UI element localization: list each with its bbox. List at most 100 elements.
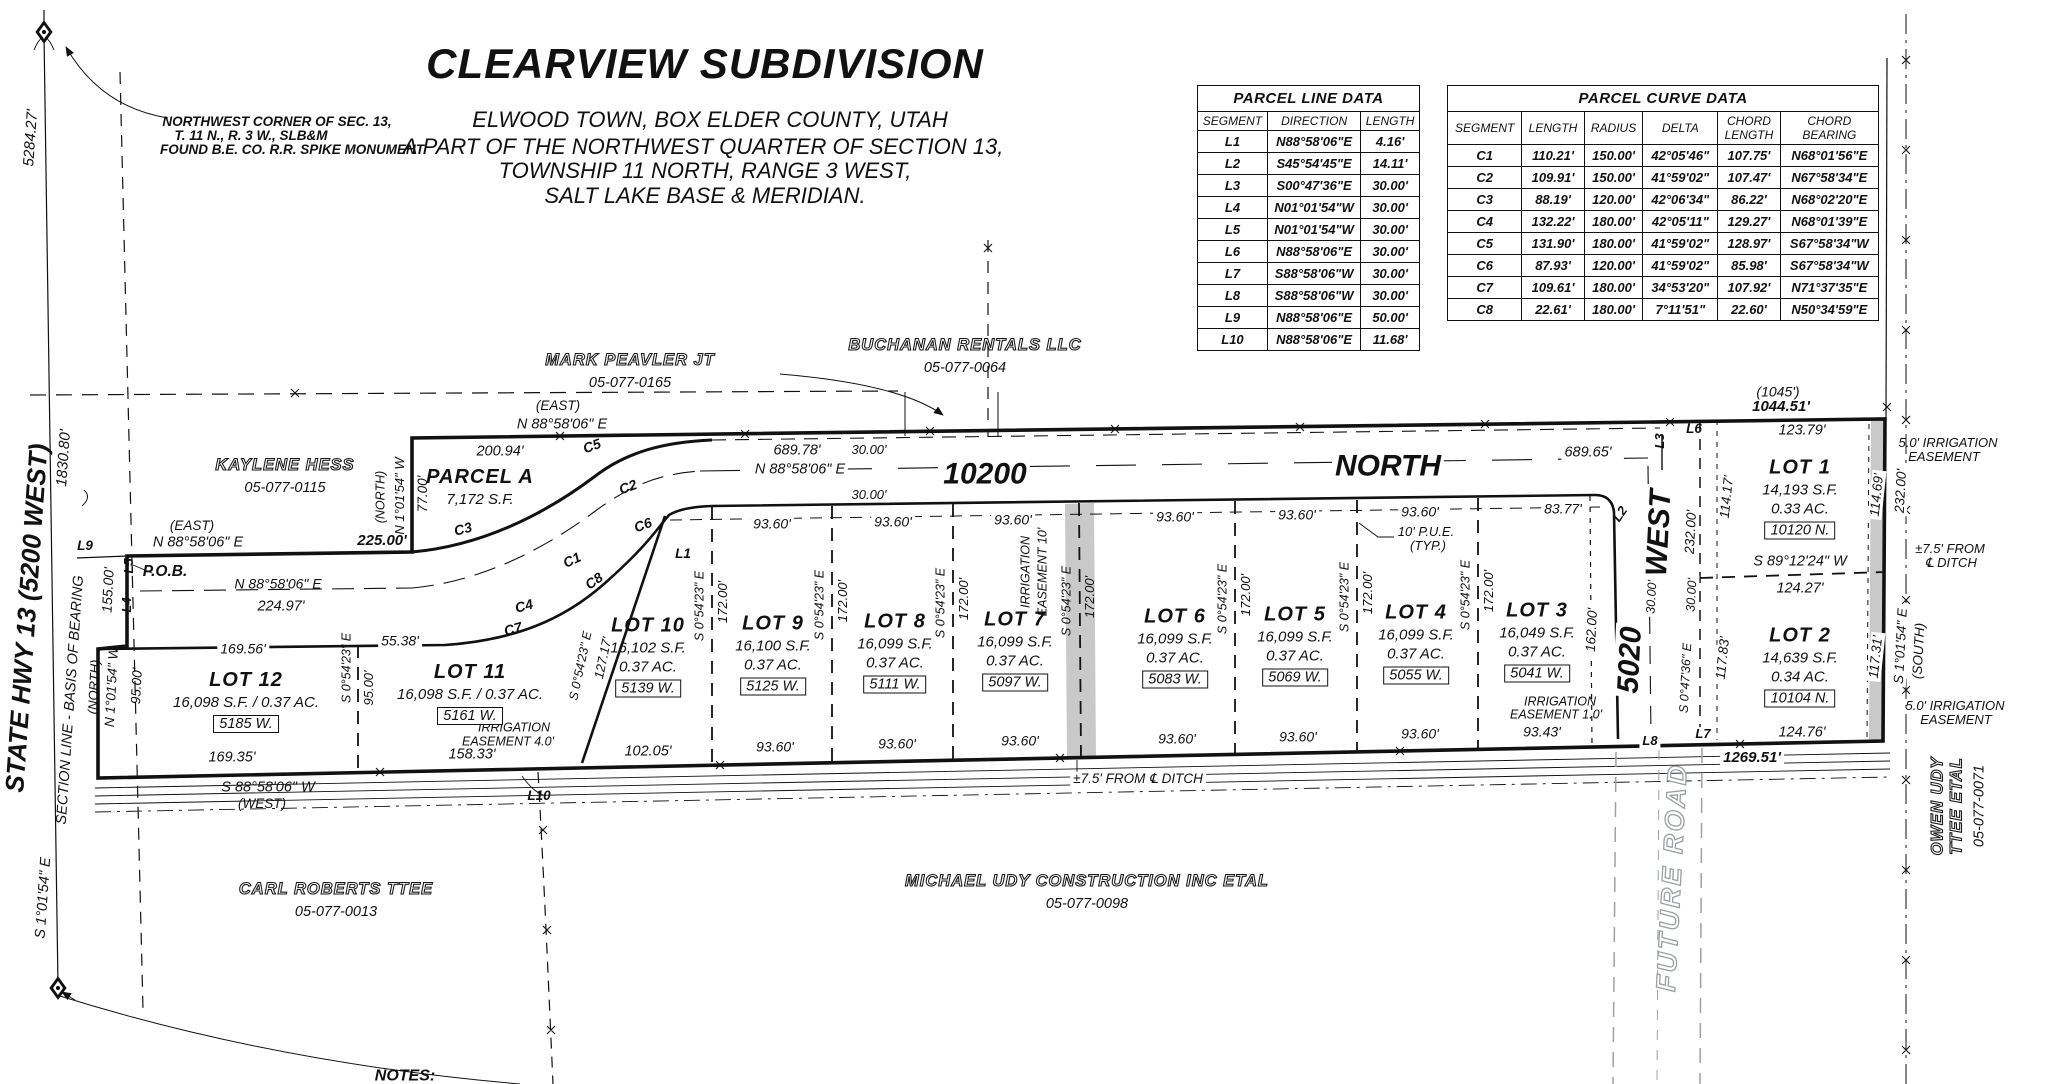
lot-area-sf: 16,099 S.F.: [1257, 628, 1333, 646]
table-cell: C5: [1446, 232, 1523, 255]
bearing-label: S 0°54'23" E: [1215, 563, 1230, 635]
bearing-label: (WEST): [238, 795, 286, 811]
table-cell: 109.91': [1521, 166, 1585, 189]
table-cell: 107.75': [1717, 144, 1781, 167]
dimension-label: 30.00': [848, 443, 890, 457]
lot-address: 10104 N.: [1764, 689, 1836, 708]
table-cell: S67°58'34"W: [1779, 232, 1880, 255]
table-cell: 180.00': [1583, 276, 1644, 299]
lot-name: LOT 6: [1144, 605, 1206, 628]
table-cell: 180.00': [1583, 210, 1644, 233]
table-cell: N71°37'35"E: [1779, 276, 1880, 299]
table-cell: 87.93': [1521, 254, 1585, 277]
easement-label: EASEMENT: [1908, 449, 1980, 465]
dimension-label: 172.00': [715, 580, 731, 624]
table-cell: C8: [1446, 298, 1523, 321]
easement-label: EASEMENT: [1920, 712, 1992, 728]
dimension-label: 200.94': [476, 443, 524, 460]
lot-name: LOT 7: [984, 608, 1046, 631]
table-cell: C6: [1446, 254, 1523, 277]
dimension-label: 93.60': [998, 733, 1042, 749]
bearing-label: (NORTH): [373, 470, 388, 524]
table-cell: N88°58'06"E: [1266, 130, 1362, 153]
dimension-label: 93.60': [750, 516, 794, 532]
table-cell: 30.00': [1360, 174, 1420, 197]
bearing-label: (EAST): [169, 517, 215, 533]
table-cell: 50.00': [1360, 306, 1420, 329]
table-cell: 150.00': [1583, 166, 1644, 189]
dimension-label: 1269.51': [1720, 750, 1784, 766]
lot-name: LOT 12: [209, 669, 283, 691]
bearing-label: (EAST): [535, 397, 581, 413]
table-cell: N50°34'59"E: [1779, 298, 1880, 321]
table-cell: 30.00': [1360, 262, 1420, 285]
lot-area-sf: 16,098 S.F. / 0.37 AC.: [173, 694, 319, 711]
table-cell: 107.92': [1717, 276, 1781, 299]
lot-area-sf: 14,193 S.F.: [1762, 481, 1838, 499]
table-cell: S67°58'34"W: [1779, 254, 1880, 277]
dimension-label: 124.27': [1776, 580, 1824, 597]
table-cell: L5: [1197, 218, 1268, 241]
table-cell: 7°11'51": [1642, 298, 1719, 321]
dimension-label: 172.00': [1360, 571, 1376, 615]
bearing-label: S 0°54'23" E: [1458, 559, 1473, 631]
table-cell: 110.21': [1521, 144, 1585, 167]
segment-label-l1: L1: [675, 545, 691, 561]
table-cell: 107.47': [1717, 166, 1781, 189]
lot-area-sf: 16,049 S.F.: [1499, 624, 1575, 642]
column-header: DIRECTION: [1266, 111, 1362, 131]
lot-area-sf: 16,099 S.F.: [857, 635, 933, 653]
bearing-label: S 0°54'23" E: [692, 570, 707, 642]
table-cell: 41°59'02": [1642, 254, 1719, 277]
table-cell: S88°58'06"W: [1266, 262, 1362, 285]
dimension-label: 162.00': [1583, 604, 1601, 656]
dimension-label: 1044.51': [1752, 398, 1810, 416]
page-title: CLEARVIEW SUBDIVISION: [426, 40, 984, 87]
table-cell: C2: [1446, 166, 1523, 189]
lot-area-ac: 0.37 AC.: [744, 656, 802, 674]
table-cell: 22.60': [1717, 298, 1781, 321]
lot-address: 5055 W.: [1383, 666, 1449, 685]
dimension-label: 95.00': [361, 670, 377, 706]
table-cell: 131.90': [1521, 232, 1585, 255]
segment-label-l5: L5: [121, 558, 137, 574]
ditch-note: ±7.5' FROM: [1915, 541, 1985, 557]
owner-parcel-id: 05-077-0115: [244, 480, 326, 496]
dimension-label: 169.56': [217, 641, 269, 657]
table-cell: L8: [1197, 284, 1268, 307]
dimension-label: 225.00': [357, 532, 407, 550]
column-header: SEGMENT: [1446, 111, 1523, 145]
lot-name: LOT 9: [742, 612, 804, 635]
bearing-label: N 88°58'06" E: [516, 416, 608, 433]
dimension-label: 169.35': [205, 750, 259, 766]
table-cell: 109.61': [1521, 276, 1585, 299]
dimension-label: 224.97': [257, 598, 305, 615]
dimension-label: 93.60': [875, 736, 919, 752]
dimension-label: 93.60': [1155, 731, 1199, 747]
bearing-label: S 89°12'24" W: [1750, 554, 1850, 570]
dimension-label: 102.05': [621, 744, 675, 760]
table-cell: 132.22': [1521, 210, 1585, 233]
table-cell: N01°01'54"W: [1266, 218, 1362, 241]
easement-label: IRRIGATION: [1018, 536, 1033, 608]
dimension-label: 123.79': [1778, 422, 1826, 439]
lot-area-sf: 16,099 S.F.: [1378, 626, 1454, 644]
table-cell: N88°58'06"E: [1266, 240, 1362, 263]
lot-area-ac: 0.37 AC.: [986, 652, 1044, 670]
